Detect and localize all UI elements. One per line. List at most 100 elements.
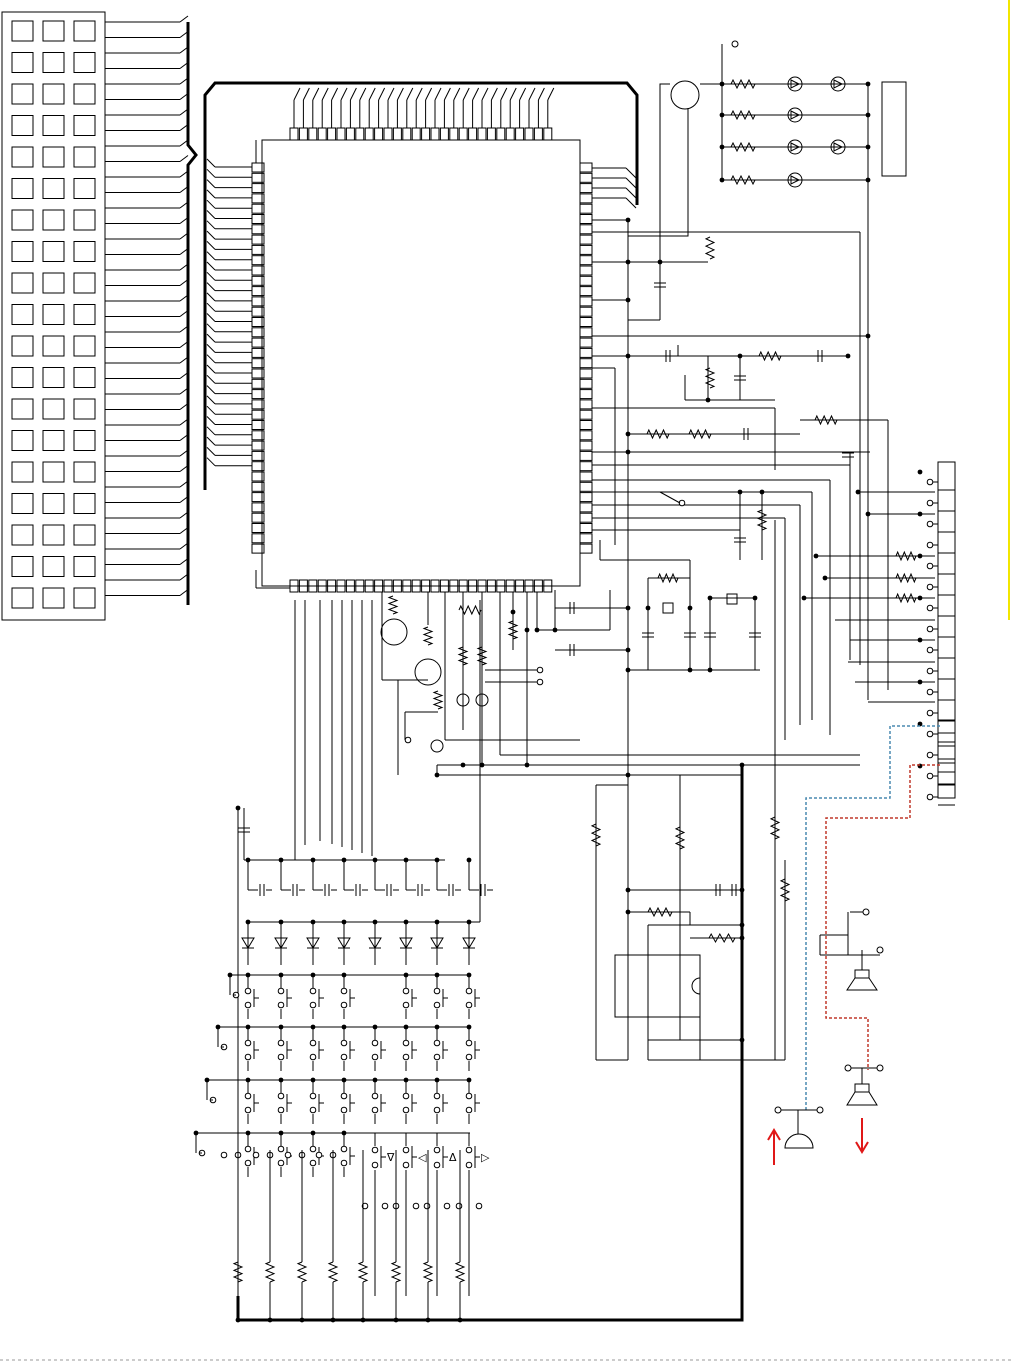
display-segment: [12, 399, 33, 419]
terminal: [434, 988, 440, 994]
ic-pin: [365, 128, 373, 140]
analog-oscillator-section: [555, 218, 935, 740]
resistor-icon: [781, 879, 789, 901]
resistor-icon: [359, 1262, 367, 1282]
junction-dot: [688, 668, 693, 673]
display-segment: [74, 557, 95, 577]
terminal: [310, 1107, 316, 1113]
terminal: [278, 1146, 284, 1152]
resistor-icon: [647, 430, 669, 438]
ic-pin: [580, 390, 592, 399]
ic-pin: [328, 128, 336, 140]
terminal: [456, 1203, 462, 1209]
ic-pin: [580, 245, 592, 254]
display-segment: [12, 242, 33, 262]
resistor-icon: [709, 934, 735, 942]
ic-pin: [422, 128, 430, 140]
junction-dot: [720, 113, 725, 118]
ic-pin: [580, 225, 592, 234]
terminal: [927, 647, 933, 653]
display-segment: [74, 84, 95, 104]
display-segment: [74, 431, 95, 451]
display-segment: [43, 273, 64, 293]
terminal: [372, 1162, 378, 1168]
junction-dot: [688, 606, 693, 611]
ic-pin: [393, 128, 401, 140]
ic-pin: [580, 534, 592, 543]
terminal: [310, 1146, 316, 1152]
terminal: [434, 1054, 440, 1060]
terminal: [245, 1093, 251, 1099]
terminal: [927, 584, 933, 590]
ic-pin: [580, 194, 592, 203]
junction-dot: [236, 806, 241, 811]
display-segment: [74, 147, 95, 167]
terminal: [476, 1203, 482, 1209]
transistor-icon: [381, 619, 407, 645]
ic-pin: [412, 128, 420, 140]
terminal: [927, 668, 933, 674]
terminal: [310, 988, 316, 994]
terminal: [434, 1107, 440, 1113]
terminal: [341, 1002, 347, 1008]
resistor-icon: [771, 817, 779, 839]
crystal-icon: [727, 594, 737, 604]
junction-dot: [814, 554, 819, 559]
ic-pin: [318, 128, 326, 140]
resistor-icon: [456, 1262, 464, 1282]
ic-pin: [580, 544, 592, 553]
led-indicator-block: [628, 41, 906, 700]
terminal: [927, 773, 933, 779]
display-segment: [43, 210, 64, 230]
terminal: [466, 1040, 472, 1046]
display-segment: [12, 557, 33, 577]
junction-dot: [467, 858, 472, 863]
terminal: [403, 1147, 409, 1153]
main-microcontroller-ic: [205, 83, 637, 592]
terminal: [245, 1054, 251, 1060]
junction-dot: [720, 82, 725, 87]
terminal: [245, 1146, 251, 1152]
terminal: [537, 667, 543, 673]
ic-pin: [580, 493, 592, 502]
display-segment: [43, 116, 64, 136]
arrow-key-label: ▷: [481, 1151, 490, 1164]
resistor-icon: [592, 824, 600, 846]
ic-pin: [580, 204, 592, 213]
junction-dot: [720, 145, 725, 150]
terminal: [372, 1093, 378, 1099]
ic-pin: [580, 421, 592, 430]
speaker-signal-trace: [826, 765, 940, 1070]
display-segment: [43, 431, 64, 451]
junction-dot: [918, 680, 923, 685]
junction-dot: [626, 450, 631, 455]
display-segment: [74, 273, 95, 293]
transistor-icon: [415, 659, 441, 685]
display-segment: [12, 368, 33, 388]
junction-dot: [525, 763, 530, 768]
ic-pin: [580, 328, 592, 337]
display-segment: [12, 147, 33, 167]
junction-dot: [626, 910, 631, 915]
ic-pin: [580, 441, 592, 450]
resistor-icon: [758, 510, 766, 530]
ic-pin: [440, 128, 448, 140]
terminal: [466, 1107, 472, 1113]
junction-dot: [626, 260, 631, 265]
display-segment: [12, 84, 33, 104]
display-segment: [43, 305, 64, 325]
ic-pin: [525, 128, 533, 140]
ic-pin: [580, 215, 592, 224]
terminal: [310, 1002, 316, 1008]
junction-dot: [823, 576, 828, 581]
junction-dot: [708, 596, 713, 601]
junction-dot: [706, 398, 711, 403]
display-segment: [12, 53, 33, 73]
display-segment: [74, 21, 95, 41]
ic-pin: [516, 128, 524, 140]
ic-pin: [580, 482, 592, 491]
ic-pin: [580, 348, 592, 357]
ic-pin: [580, 338, 592, 347]
junction-dot: [740, 1038, 745, 1043]
display-segment: [74, 210, 95, 230]
